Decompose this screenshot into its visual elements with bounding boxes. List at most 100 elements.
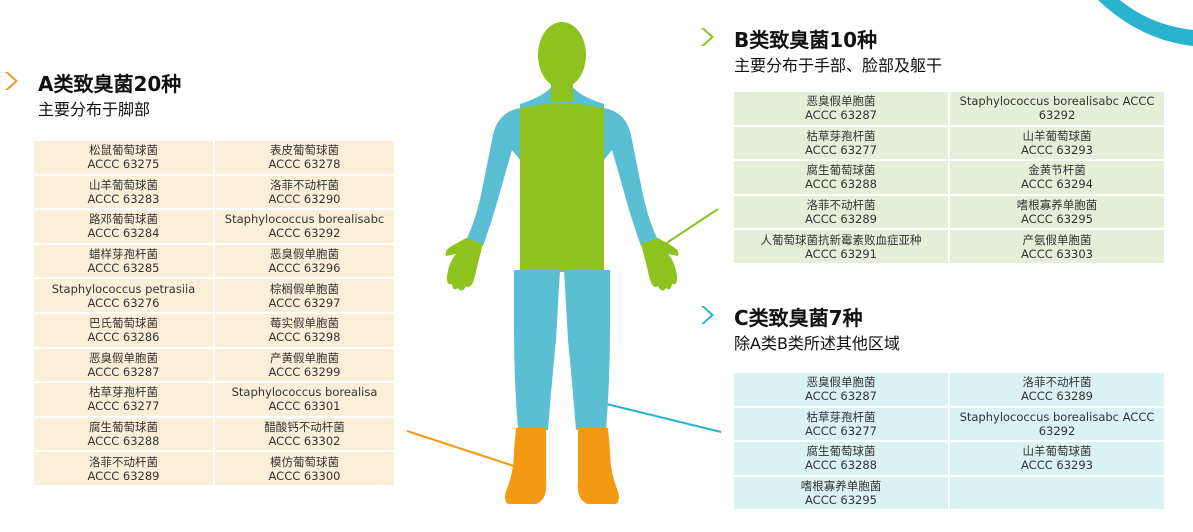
accession-code: ACCC 63300 <box>268 468 341 483</box>
bacteria-name: 醋酸钙不动杆菌 <box>264 420 345 435</box>
accession-code: ACCC 63301 <box>268 399 341 414</box>
table-cell <box>950 476 1166 512</box>
neck <box>551 80 573 102</box>
chevron-right-icon <box>5 72 18 90</box>
bacteria-name: 产黄假单胞菌 <box>270 350 339 365</box>
accession-code: ACCC 63293 <box>1021 458 1093 473</box>
bacteria-name: 腐生葡萄球菌 <box>806 444 876 459</box>
head <box>538 22 586 88</box>
bacteria-name: 腐生葡萄球菌 <box>89 420 158 435</box>
bacteria-name: 枯草芽孢杆菌 <box>806 409 876 424</box>
bacteria-name: 表皮葡萄球菌 <box>270 143 339 158</box>
bacteria-name: 蜡样芽孢杆菌 <box>89 247 158 262</box>
accession-code: ACCC 63289 <box>805 212 877 227</box>
accession-code: ACCC 63277 <box>805 423 877 438</box>
bacteria-name: 恶臭假单胞菌 <box>806 375 876 390</box>
bacteria-name: 嗜根寡养单胞菌 <box>800 479 882 494</box>
bacteria-name: 洛菲不动杆菌 <box>89 454 158 469</box>
bacteria-name: 洛菲不动杆菌 <box>1022 375 1092 390</box>
accession-code: ACCC 63288 <box>805 177 877 192</box>
section-c-subtitle: 除A类B类所述其他区域 <box>734 334 900 353</box>
bacteria-name: 枯草芽孢杆菌 <box>89 385 158 400</box>
bacteria-name: 恶臭假单胞菌 <box>89 350 158 365</box>
accession-code: ACCC 63289 <box>87 468 160 483</box>
accession-code: ACCC 63299 <box>268 364 341 379</box>
accession-code: ACCC 63277 <box>805 142 877 157</box>
accession-code: ACCC 63288 <box>805 458 877 473</box>
section-a-subtitle: 主要分布于脚部 <box>38 100 151 119</box>
bacteria-name: Staphylococcus borealisabc ACCC <box>959 94 1155 109</box>
accession-code: ACCC 63284 <box>87 226 160 241</box>
bacteria-name: 枯草芽孢杆菌 <box>806 128 876 143</box>
bacteria-name: 山羊葡萄球菌 <box>89 177 158 192</box>
bacteria-name: Staphylococcus borealisabc <box>224 212 385 227</box>
left-foot <box>505 428 547 504</box>
accession-code: ACCC 63295 <box>805 493 877 508</box>
bacteria-name: 山羊葡萄球菌 <box>1022 444 1092 459</box>
bacteria-name: 产氨假单胞菌 <box>1022 232 1092 247</box>
bacteria-name: 松鼠葡萄球菌 <box>89 143 158 158</box>
accession-code: ACCC 63298 <box>268 330 341 345</box>
left-leg <box>514 270 560 430</box>
section-c-title: C类致臭菌7种 <box>734 306 863 330</box>
accession-code: ACCC 63276 <box>87 295 160 310</box>
accession-code: ACCC 63294 <box>1021 177 1093 192</box>
bacteria-name: 恶臭假单胞菌 <box>806 94 876 109</box>
bacteria-name: 嗜根寡养单胞菌 <box>1016 198 1098 213</box>
chevron-right-icon <box>701 306 714 324</box>
accession-code: ACCC 63288 <box>87 434 160 449</box>
bacteria-name: Staphylococcus petrasiia <box>51 281 196 296</box>
bacteria-name: 山羊葡萄球菌 <box>1022 128 1092 143</box>
accession-code: ACCC 63297 <box>268 295 341 310</box>
accession-code: ACCC 63275 <box>87 157 160 172</box>
section-b-subtitle: 主要分布于手部、脸部及躯干 <box>734 56 943 75</box>
accession-code: ACCC 63290 <box>268 191 341 206</box>
bacteria-name: 巴氏葡萄球菌 <box>89 316 158 331</box>
bacteria-name: 洛菲不动杆菌 <box>806 198 876 213</box>
accession-code: ACCC 63303 <box>1021 246 1093 261</box>
torso <box>520 104 604 272</box>
bacteria-name: 模仿葡萄球菌 <box>270 454 339 469</box>
accession-code: ACCC 63287 <box>87 364 160 379</box>
bacteria-name: 金黄节杆菌 <box>1028 163 1086 178</box>
section-a-title: A类致臭菌20种 <box>38 72 182 96</box>
accession-code: ACCC 63278 <box>268 157 341 172</box>
